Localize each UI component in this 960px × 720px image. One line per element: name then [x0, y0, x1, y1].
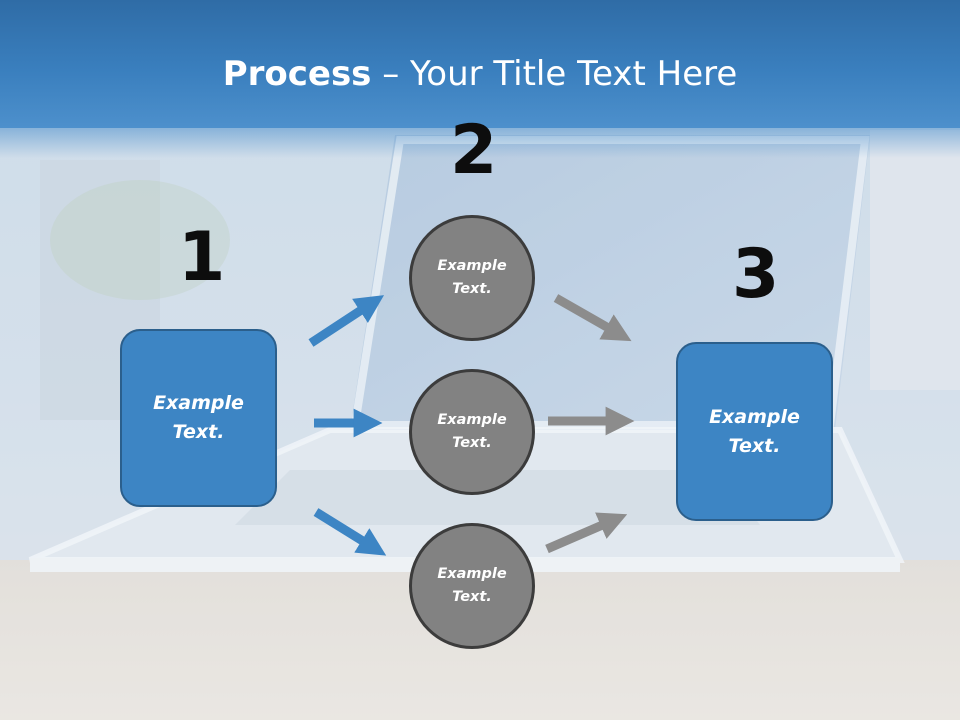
- step-3-box: Example Text.: [676, 342, 833, 521]
- step-2-circle-middle: Example Text.: [409, 369, 535, 495]
- step-1-box: Example Text.: [120, 329, 277, 507]
- step-3-text: Example Text.: [709, 405, 800, 457]
- step-2-circle-bottom-text: Example Text.: [437, 566, 507, 605]
- step-2-circle-bottom: Example Text.: [409, 523, 535, 649]
- title-bar: [0, 0, 960, 158]
- step-2-circle-middle-text: Example Text.: [437, 412, 507, 451]
- step-number-2: 2: [450, 111, 498, 190]
- step-1-text: Example Text.: [153, 392, 244, 443]
- step-2-circle-top: Example Text.: [409, 215, 535, 341]
- step-number-3: 3: [732, 235, 780, 314]
- title-rest-part: – Your Title Text Here: [371, 54, 738, 94]
- slide-title: Process – Your Title Text Here: [0, 52, 960, 96]
- step-2-circle-top-text: Example Text.: [437, 258, 507, 297]
- title-bold-part: Process: [222, 54, 372, 94]
- step-number-1: 1: [178, 218, 226, 297]
